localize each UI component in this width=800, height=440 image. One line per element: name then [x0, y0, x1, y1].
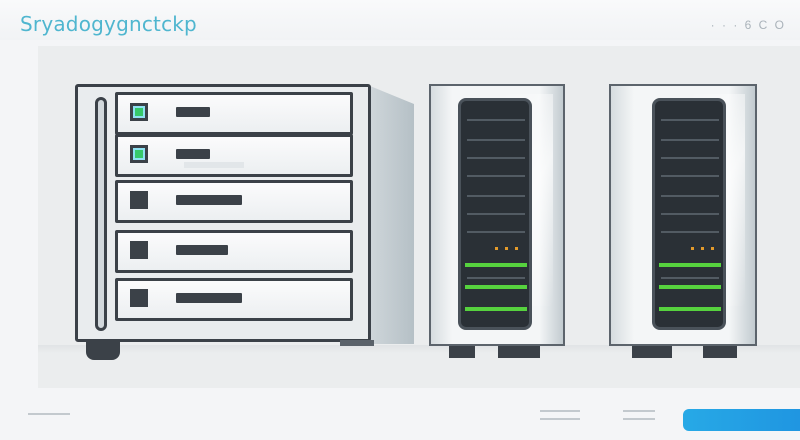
drive-status-led-icon — [130, 103, 148, 121]
tower-server-left[interactable] — [429, 84, 565, 346]
bay-line — [661, 277, 719, 279]
bay-line — [467, 119, 525, 121]
bay-line — [467, 175, 525, 177]
drive-slot — [176, 107, 210, 117]
drive-status-led-icon — [130, 191, 148, 209]
tower-drive-bay — [652, 98, 726, 330]
drive-bay-2[interactable] — [115, 134, 353, 177]
bay-line — [467, 139, 525, 141]
tower-foot — [498, 346, 540, 358]
list-icon[interactable] — [623, 410, 655, 422]
drive-bay-4[interactable] — [115, 230, 353, 273]
status-bar-green — [659, 263, 721, 267]
bay-line — [467, 277, 525, 279]
status-bar-green — [465, 263, 527, 267]
bay-line — [467, 231, 525, 233]
tower-drive-bay — [458, 98, 532, 330]
drive-status-led-icon — [130, 145, 148, 163]
bay-line — [661, 195, 719, 197]
drive-slot — [176, 195, 242, 205]
app-title: Sryadogygnctckp — [20, 12, 197, 36]
activity-led-icon — [691, 247, 694, 250]
primary-action-button[interactable] — [683, 409, 800, 431]
bay-line — [661, 175, 719, 177]
drive-status-led-icon — [130, 241, 148, 259]
drive-slot — [176, 149, 210, 159]
drive-bay-5[interactable] — [115, 278, 353, 321]
list-icon-line — [623, 418, 655, 420]
status-bar-green — [465, 307, 527, 311]
header-status-text: · · · 6 C O — [710, 18, 786, 32]
drive-slot — [176, 293, 242, 303]
bay-line — [661, 139, 719, 141]
panel-shadow — [38, 345, 800, 353]
menu-icon-line — [540, 410, 580, 412]
activity-led-icon — [701, 247, 704, 250]
drive-status-led-icon — [130, 289, 148, 307]
bay-line — [467, 195, 525, 197]
bay-line — [661, 157, 719, 159]
menu-icon-line — [540, 418, 580, 420]
footer-divider — [28, 413, 70, 415]
storage-cabinet-side — [370, 86, 414, 344]
activity-led-icon — [515, 247, 518, 250]
drive-slot-shadow — [184, 162, 244, 168]
status-bar-green — [465, 285, 527, 289]
tower-foot — [449, 346, 475, 358]
drive-slot — [176, 245, 228, 255]
activity-led-icon — [495, 247, 498, 250]
window-header: Sryadogygnctckp · · · 6 C O — [0, 0, 800, 40]
bay-line — [467, 157, 525, 159]
status-bar-green — [659, 285, 721, 289]
cabinet-handle — [95, 97, 107, 331]
bay-line — [661, 231, 719, 233]
tower-server-right[interactable] — [609, 84, 757, 346]
activity-led-icon — [505, 247, 508, 250]
tower-foot — [632, 346, 672, 358]
bay-line — [661, 119, 719, 121]
bay-line — [467, 213, 525, 215]
drive-bay-3[interactable] — [115, 180, 353, 223]
activity-led-icon — [711, 247, 714, 250]
bay-line — [661, 213, 719, 215]
list-icon-line — [623, 410, 655, 412]
tower-foot — [703, 346, 737, 358]
status-bar-green — [659, 307, 721, 311]
cabinet-foot — [86, 340, 120, 360]
drive-bay-1[interactable] — [115, 92, 353, 135]
cabinet-foot-right — [340, 340, 374, 346]
menu-icon[interactable] — [540, 410, 580, 422]
